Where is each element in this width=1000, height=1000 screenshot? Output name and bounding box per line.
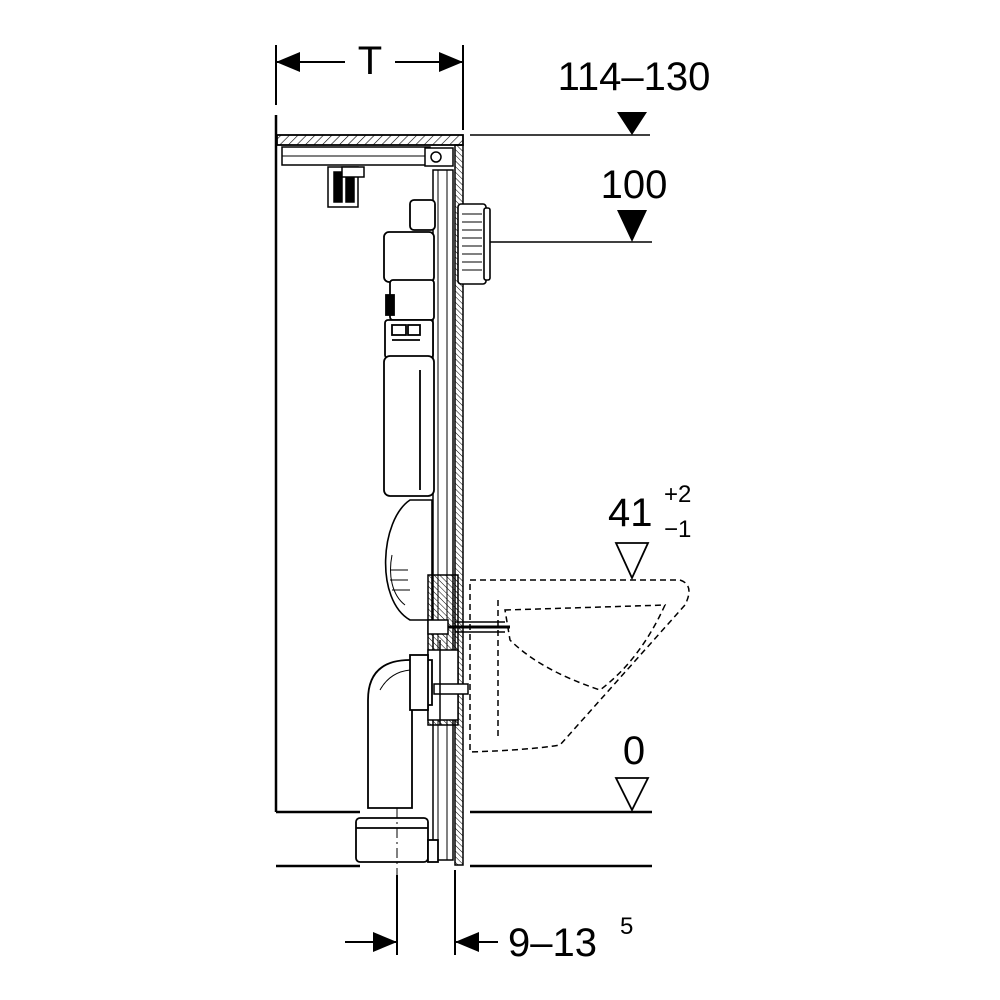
top-level-marker (470, 112, 650, 136)
level-marker-filled-icon (617, 210, 647, 242)
level-marker-open-icon (614, 777, 650, 813)
seat-tolerance-plus: +2 (664, 481, 691, 508)
drain-pipe (355, 654, 439, 863)
wc-pan-outline (469, 579, 690, 753)
depth-label: T (358, 39, 382, 83)
seat-level-marker (614, 542, 650, 581)
level-marker-filled-icon (617, 112, 647, 135)
actuator-height-label: 100 (601, 163, 668, 207)
seat-tolerance-minus: −1 (664, 516, 691, 543)
flush-plate (457, 203, 491, 285)
floor-level-marker (614, 777, 650, 813)
actuator-level-marker (488, 210, 652, 243)
dimension-arrow-icon (439, 52, 463, 72)
rail-bracket (327, 166, 365, 208)
seat-height-label: 41 (608, 491, 653, 535)
offset-dimension (345, 870, 498, 955)
cistern (383, 199, 436, 497)
offset-label: 9–13 (508, 921, 597, 965)
floor-lines (276, 810, 652, 868)
center-lines (396, 570, 433, 875)
dimension-arrow-icon (455, 932, 479, 952)
flush-pipe (384, 499, 433, 621)
level-marker-open-icon (614, 542, 650, 581)
dimension-arrow-icon (373, 932, 397, 952)
depth-dimension (275, 45, 464, 130)
mounting-hardware (427, 574, 510, 726)
offset-superscript: 5 (620, 913, 633, 940)
top-height-label: 114–130 (558, 55, 711, 99)
dimension-arrow-icon (276, 52, 300, 72)
floor-height-label: 0 (623, 729, 645, 773)
